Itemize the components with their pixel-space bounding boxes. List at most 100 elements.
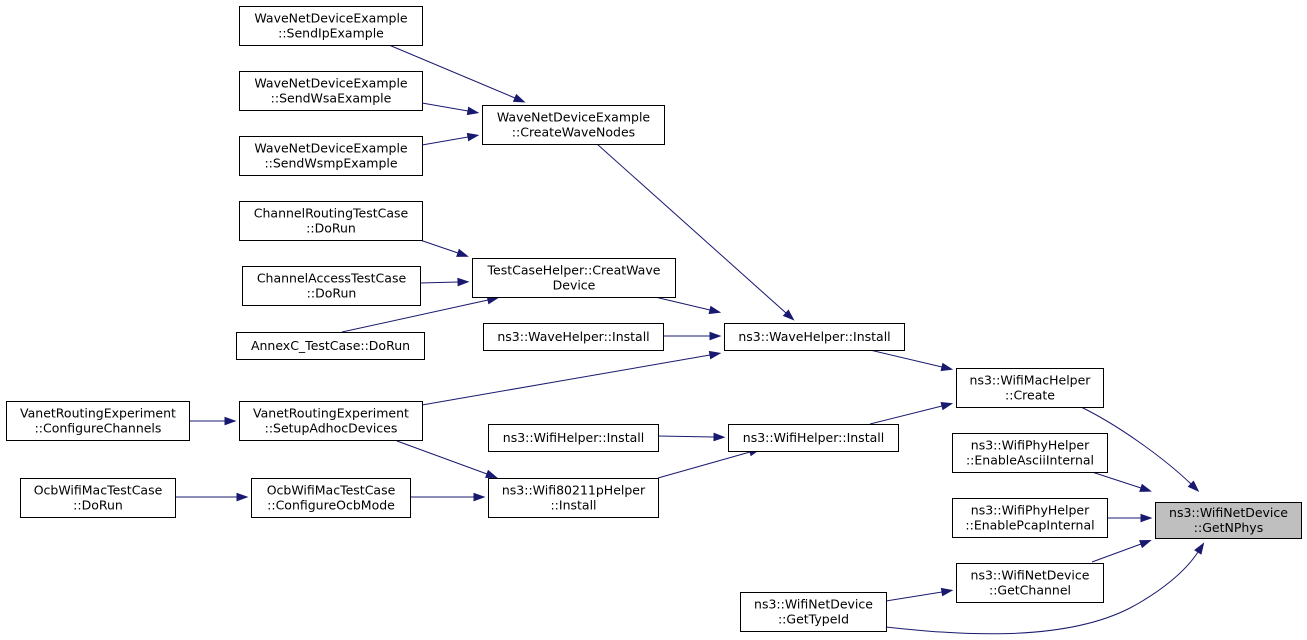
- node-label: VanetRoutingExperiment: [20, 406, 176, 421]
- node-label: ::ConfigureChannels: [35, 421, 162, 436]
- edge-getTypeId-to-getChannel: [885, 587, 954, 602]
- node-sendWsa[interactable]: WaveNetDeviceExample::SendWsaExample: [239, 71, 423, 111]
- arrowhead-icon: [709, 331, 722, 341]
- node-wifiInstall[interactable]: ns3::WifiHelper::Install: [728, 424, 899, 452]
- node-box[interactable]: [472, 258, 676, 298]
- node-box[interactable]: [482, 105, 665, 145]
- node-configChannels[interactable]: VanetRoutingExperiment::ConfigureChannel…: [6, 401, 190, 441]
- node-label: ::EnableAsciiInternal: [966, 453, 1094, 468]
- node-label: ChannelRoutingTestCase: [254, 206, 409, 221]
- node-setupAdhoc[interactable]: VanetRoutingExperiment::SetupAdhocDevice…: [239, 401, 423, 441]
- node-waveInstall2[interactable]: ns3::WaveHelper::Install: [483, 323, 664, 351]
- node-box[interactable]: [20, 478, 176, 518]
- edge-waveInstall-to-macCreate: [869, 349, 954, 372]
- edge-enablePcap-to-getnphys: [1107, 513, 1153, 523]
- node-sendIp[interactable]: WaveNetDeviceExample::SendIpExample: [239, 6, 423, 46]
- arrowhead-icon: [485, 469, 498, 478]
- node-box[interactable]: [740, 592, 887, 632]
- node-label: ns3::WifiPhyHelper: [971, 438, 1090, 453]
- node-box[interactable]: [239, 71, 423, 111]
- node-box[interactable]: [724, 323, 905, 351]
- edge-line: [419, 281, 459, 284]
- node-label: ::GetTypeId: [778, 612, 849, 627]
- node-configOcb[interactable]: OcbWifiMacTestCase::ConfigureOcbMode: [251, 478, 411, 518]
- node-label: ::DoRun: [306, 221, 356, 236]
- edge-line: [654, 296, 711, 311]
- node-getnphys[interactable]: ns3::WifiNetDevice::GetNPhys: [1155, 502, 1302, 539]
- node-label: VanetRoutingExperiment: [253, 406, 409, 421]
- node-label: ::GetChannel: [989, 583, 1071, 598]
- node-box[interactable]: [483, 323, 664, 351]
- edge-waveInstall2-to-waveInstall: [663, 331, 722, 341]
- edge-line: [1080, 406, 1192, 485]
- edge-chanAccess-to-creatWave: [419, 277, 470, 287]
- node-box[interactable]: [488, 424, 659, 452]
- node-box[interactable]: [239, 6, 423, 46]
- node-label: WaveNetDeviceExample: [497, 110, 651, 125]
- node-box[interactable]: [956, 368, 1104, 408]
- node-ocbDoRun[interactable]: OcbWifiMacTestCase::DoRun: [20, 478, 176, 518]
- node-label: ns3::Wifi80211pHelper: [502, 483, 646, 498]
- arrowhead-icon: [457, 277, 470, 287]
- node-chanRouting[interactable]: ChannelRoutingTestCase::DoRun: [239, 201, 423, 241]
- node-enableAscii[interactable]: ns3::WifiPhyHelper::EnableAsciiInternal: [952, 433, 1108, 473]
- edge-wifiInstall-to-macCreate: [869, 401, 954, 425]
- node-box[interactable]: [239, 201, 423, 241]
- edge-line: [869, 405, 943, 425]
- node-box[interactable]: [1155, 502, 1302, 539]
- edge-getTypeId-to-getnphys: [885, 542, 1205, 635]
- arrowhead-icon: [466, 106, 480, 116]
- edge-line: [869, 349, 943, 368]
- node-label: TestCaseHelper::CreatWave: [487, 263, 661, 278]
- node-box[interactable]: [6, 401, 190, 441]
- node-waveInstall[interactable]: ns3::WaveHelper::Install: [724, 323, 905, 351]
- node-box[interactable]: [728, 424, 899, 452]
- edge-line: [885, 551, 1199, 635]
- node-getChannel[interactable]: ns3::WifiNetDevice::GetChannel: [956, 563, 1104, 603]
- node-sendWsmp[interactable]: WaveNetDeviceExample::SendWsmpExample: [239, 136, 423, 176]
- edge-line: [396, 440, 488, 475]
- edge-line: [421, 354, 711, 406]
- arrowhead-icon: [708, 305, 722, 315]
- node-box[interactable]: [251, 478, 411, 518]
- node-wifiInstall2[interactable]: ns3::WifiHelper::Install: [488, 424, 659, 452]
- node-label: ::CreateWaveNodes: [512, 125, 635, 140]
- node-box[interactable]: [488, 478, 659, 518]
- edge-chanRouting-to-creatWave: [419, 239, 469, 257]
- node-macCreate[interactable]: ns3::WifiMacHelper::Create: [956, 368, 1104, 408]
- arrowhead-icon: [224, 416, 237, 426]
- node-box[interactable]: [242, 266, 421, 306]
- node-createWaveNodes[interactable]: WaveNetDeviceExample::CreateWaveNodes: [482, 105, 665, 145]
- node-box[interactable]: [239, 401, 423, 441]
- arrowhead-icon: [1139, 540, 1152, 549]
- edge-line: [421, 136, 469, 146]
- edge-line: [419, 239, 459, 254]
- node-box[interactable]: [952, 433, 1108, 473]
- node-label: ::SendWsaExample: [271, 91, 392, 106]
- node-box[interactable]: [236, 332, 425, 360]
- edge-line: [1091, 471, 1142, 489]
- edge-line: [596, 143, 787, 314]
- node-wifi80211p[interactable]: ns3::Wifi80211pHelper::Install: [488, 478, 659, 518]
- node-label: OcbWifiMacTestCase: [34, 483, 163, 498]
- node-label: ::DoRun: [307, 286, 357, 301]
- node-annexC[interactable]: AnnexC_TestCase::DoRun: [236, 332, 425, 360]
- node-getTypeId[interactable]: ns3::WifiNetDevice::GetTypeId: [740, 592, 887, 632]
- arrowhead-icon: [713, 432, 726, 442]
- node-label: ::SendWsmpExample: [264, 156, 397, 171]
- node-box[interactable]: [952, 498, 1108, 538]
- edge-line: [421, 102, 469, 112]
- node-box[interactable]: [956, 563, 1104, 603]
- edge-line: [341, 299, 489, 333]
- node-layer: ns3::WifiNetDevice::GetNPhys ns3::WifiMac…: [6, 6, 1302, 632]
- node-box[interactable]: [239, 136, 423, 176]
- node-chanAccess[interactable]: ChannelAccessTestCase::DoRun: [242, 266, 421, 306]
- node-label: ::DoRun: [73, 498, 123, 513]
- node-label: ns3::WifiNetDevice: [1169, 505, 1288, 520]
- edge-createWaveNodes-to-waveInstall: [596, 143, 795, 321]
- node-label: ::Install: [550, 498, 596, 513]
- node-label: ns3::WifiHelper::Install: [743, 430, 884, 445]
- node-enablePcap[interactable]: ns3::WifiPhyHelper::EnablePcapInternal: [952, 498, 1108, 538]
- edge-line: [885, 591, 943, 602]
